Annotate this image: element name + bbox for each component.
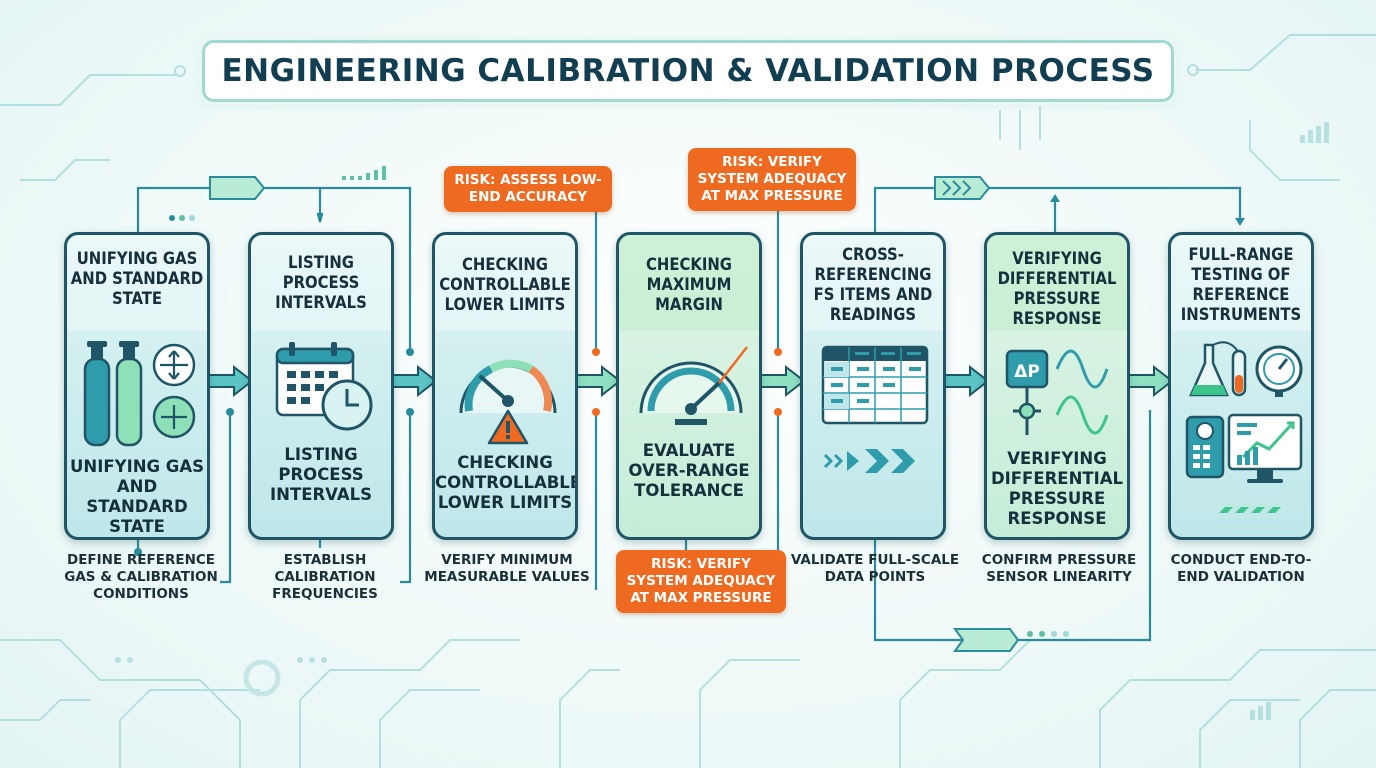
risk-callout-max-pressure-top: RISK: VERIFY SYSTEM ADEQUACY AT MAX PRES… xyxy=(688,148,856,211)
step-2-title: LISTING PROCESS INTERVALS xyxy=(275,253,367,312)
step-card-5: CROSS-REFERENCING FS ITEMS AND READINGS xyxy=(800,232,946,540)
flow-arrow-6 xyxy=(1127,364,1174,398)
step-1-title: UNIFYING GAS AND STANDARD STATE xyxy=(70,249,204,308)
step-3-caption: VERIFY MINIMUM MEASURABLE VALUES xyxy=(424,552,590,585)
step-card-1: UNIFYING GAS AND STANDARD STATE UNIFYING… xyxy=(64,232,210,540)
flow-arrow-2 xyxy=(391,364,438,398)
low-gauge-warning-icon xyxy=(459,359,557,445)
flow-arrow-3 xyxy=(575,364,622,398)
delta-p-sensor-icon: ΔP xyxy=(1005,349,1109,435)
risk-callout-low-end: RISK: ASSESS LOW-END ACCURACY xyxy=(444,166,612,212)
step-card-7: FULL-RANGE TESTING OF REFERENCE INSTRUME… xyxy=(1168,232,1314,540)
flow-arrow-1 xyxy=(207,364,254,398)
step-card-4: CHECKING MAXIMUM MARGIN EVALUATE OVER-RA… xyxy=(616,232,762,540)
step-3-title: CHECKING CONTROLLABLE LOWER LIMITS xyxy=(439,255,571,314)
max-gauge-icon xyxy=(639,346,748,425)
step-4-subtitle: EVALUATE OVER-RANGE TOLERANCE xyxy=(628,441,750,500)
page-title: ENGINEERING CALIBRATION & VALIDATION PRO… xyxy=(221,53,1155,89)
step-6-caption: CONFIRM PRESSURE SENSOR LINEARITY xyxy=(981,552,1137,585)
step-1-subtitle: UNIFYING GAS AND STANDARD STATE xyxy=(70,457,204,536)
step-card-2: LISTING PROCESS INTERVALS LISTING PROCES… xyxy=(248,232,394,540)
gas-cylinders-icon xyxy=(83,341,196,447)
step-card-6: VERIFYING DIFFERENTIAL PRESSURE RESPONSE… xyxy=(984,232,1130,540)
data-table-icon xyxy=(821,345,929,473)
step-7-title: FULL-RANGE TESTING OF REFERENCE INSTRUME… xyxy=(1180,245,1302,324)
title-banner: ENGINEERING CALIBRATION & VALIDATION PRO… xyxy=(202,40,1174,102)
step-5-caption: VALIDATE FULL-SCALE DATA POINTS xyxy=(790,552,960,585)
step-3-subtitle: CHECKING CONTROLLABLE LOWER LIMITS xyxy=(435,453,578,512)
step-4-title: CHECKING MAXIMUM MARGIN xyxy=(646,255,732,314)
step-6-title: VERIFYING DIFFERENTIAL PRESSURE RESPONSE xyxy=(997,249,1117,328)
lab-instruments-icon xyxy=(1185,341,1303,513)
step-7-caption: CONDUCT END-TO-END VALIDATION xyxy=(1170,552,1312,585)
delta-p-label: ΔP xyxy=(1014,362,1040,382)
flow-arrow-4 xyxy=(759,364,806,398)
risk-callout-max-pressure-bottom: RISK: VERIFY SYSTEM ADEQUACY AT MAX PRES… xyxy=(616,550,786,613)
step-5-title: CROSS-REFERENCING FS ITEMS AND READINGS xyxy=(813,245,933,324)
step-2-subtitle: LISTING PROCESS INTERVALS xyxy=(270,445,372,504)
step-2-caption: ESTABLISH CALIBRATION FREQUENCIES xyxy=(272,552,378,602)
step-6-subtitle: VERIFYING DIFFERENTIAL PRESSURE RESPONSE xyxy=(990,449,1124,528)
step-card-3: CHECKING CONTROLLABLE LOWER LIMITS CHECK… xyxy=(432,232,578,540)
flow-arrow-5 xyxy=(943,364,990,398)
step-1-caption: DEFINE REFERENCE GAS & CALIBRATION CONDI… xyxy=(64,552,218,602)
calendar-clock-icon xyxy=(275,342,373,431)
